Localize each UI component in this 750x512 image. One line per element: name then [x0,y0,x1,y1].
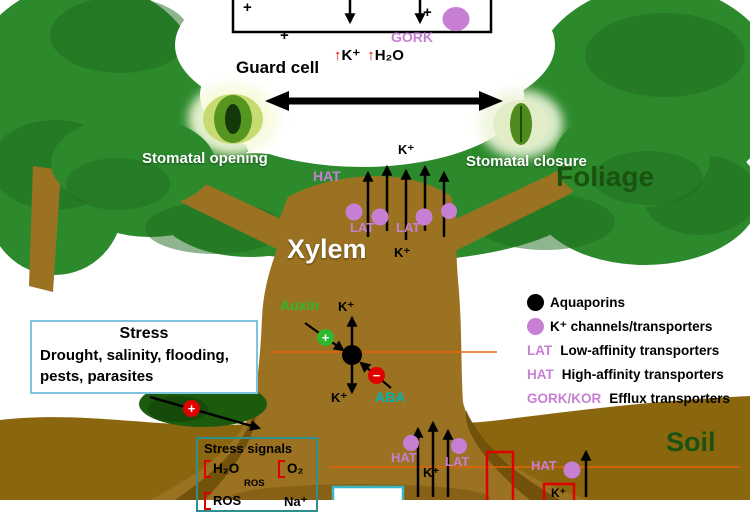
legend-row-aquaporins: Aquaporins [527,292,730,313]
stoma-closed [479,90,563,158]
k-plus-label: K⁺ [394,245,411,260]
legend: Aquaporins K⁺ channels/transporters LAT … [527,292,730,409]
stomata-double-arrow [265,91,503,111]
stress-title: Stress [119,325,169,342]
legend-label: K⁺ channels/transporters [550,318,713,334]
legend-key: LAT [527,343,553,358]
lat-label-right: LAT [396,220,421,235]
k-channel-circles-soil [403,435,581,479]
hat-label-soil-right: HAT [531,458,557,473]
foliage-region-label: Foliage [556,161,655,192]
soil-uptake-arrows [412,420,592,497]
k-plus-label: K⁺ [341,47,361,64]
legend-key: HAT [527,367,554,382]
hat-label-soil: HAT [391,450,417,465]
k-channel-dot-icon [527,318,544,335]
guard-cell-panel [231,0,493,34]
gork-channel-circle [442,7,470,31]
aquaporin-dot-icon [527,294,544,311]
stress-signals-box: Stress signals H₂O O₂ ROS ROS Na⁺ [196,437,318,512]
soil-region-label: Soil [666,427,716,457]
branch-hanging [29,166,61,292]
legend-row-hat: HAT High-affinity transporters [527,364,730,385]
plus-sign: + [243,0,252,16]
stress-promotion-badge: + [183,400,200,417]
up-arrow-icon: ↑ [367,47,375,64]
red-bracket-icon [204,492,211,510]
red-transporter-box [485,450,515,500]
lat-label-left: LAT [350,220,375,235]
lat-label-soil: LAT [445,454,470,469]
stoma-open [188,83,278,155]
h2o-label: H₂O [213,461,240,476]
legend-label: Aquaporins [550,295,626,310]
aba-inhibition-badge: − [368,367,385,384]
up-arrow-icon: ↑ [334,47,342,64]
auxin-label: Auxin [280,297,319,313]
ros-small-label: ROS [244,478,265,489]
legend-row-gork-kor: GORK/KOR Efflux transporters [527,388,730,409]
stress-line-2: pests, parasites [40,367,154,385]
stress-arrow [149,395,262,431]
plus-sign: + [423,4,432,21]
legend-label: High-affinity transporters [561,367,724,382]
xylem-region-label: Xylem [287,234,367,264]
foliage-over-branches [51,108,710,210]
stress-line-1: Drought, salinity, flooding, [40,347,229,364]
auxin-promotion-badge: + [317,329,334,346]
k-h2o-efflux-label: ↑K⁺↑H₂O [334,48,404,63]
stress-signals-title: Stress signals [204,441,293,456]
hat-label-xylem: HAT [313,168,341,184]
o2-label: O₂ [287,461,304,476]
plus-sign: + [280,27,289,44]
stomatal-closure-label: Stomatal closure [466,153,587,170]
k-plus-label: K⁺ [331,390,348,405]
na-label: Na⁺ [284,494,308,509]
legend-label: Low-affinity transporters [560,343,720,358]
k-plus-label: K⁺ [423,465,440,480]
aquaporin-circle [342,345,362,365]
k-plus-label: K⁺ [398,142,415,157]
guard-cell-label: Guard cell [236,58,320,77]
legend-row-k-channels: K⁺ channels/transporters [527,316,730,337]
diagram-canvas [0,0,750,500]
aba-label: ABA [375,389,406,405]
ros-label: ROS [213,493,242,508]
h2o-label: H₂O [374,47,404,64]
stomatal-opening-label: Stomatal opening [142,150,268,167]
red-transporter-box-right [542,482,576,500]
legend-key: GORK/KOR [527,391,602,406]
legend-label: Efflux transporters [609,391,731,406]
stress-box: Stress Drought, salinity, flooding, pest… [30,320,258,394]
red-bracket-icon [204,460,211,478]
red-bracket-icon [278,460,285,478]
k-plus-label: K⁺ [551,486,566,500]
k-plus-label: K⁺ [338,299,355,314]
branch-right [439,154,589,254]
legend-row-lat: LAT Low-affinity transporters [527,340,730,361]
cyan-signal-box [331,485,405,500]
gork-label: GORK [391,29,433,45]
k-channel-circles-xylem [345,203,457,226]
